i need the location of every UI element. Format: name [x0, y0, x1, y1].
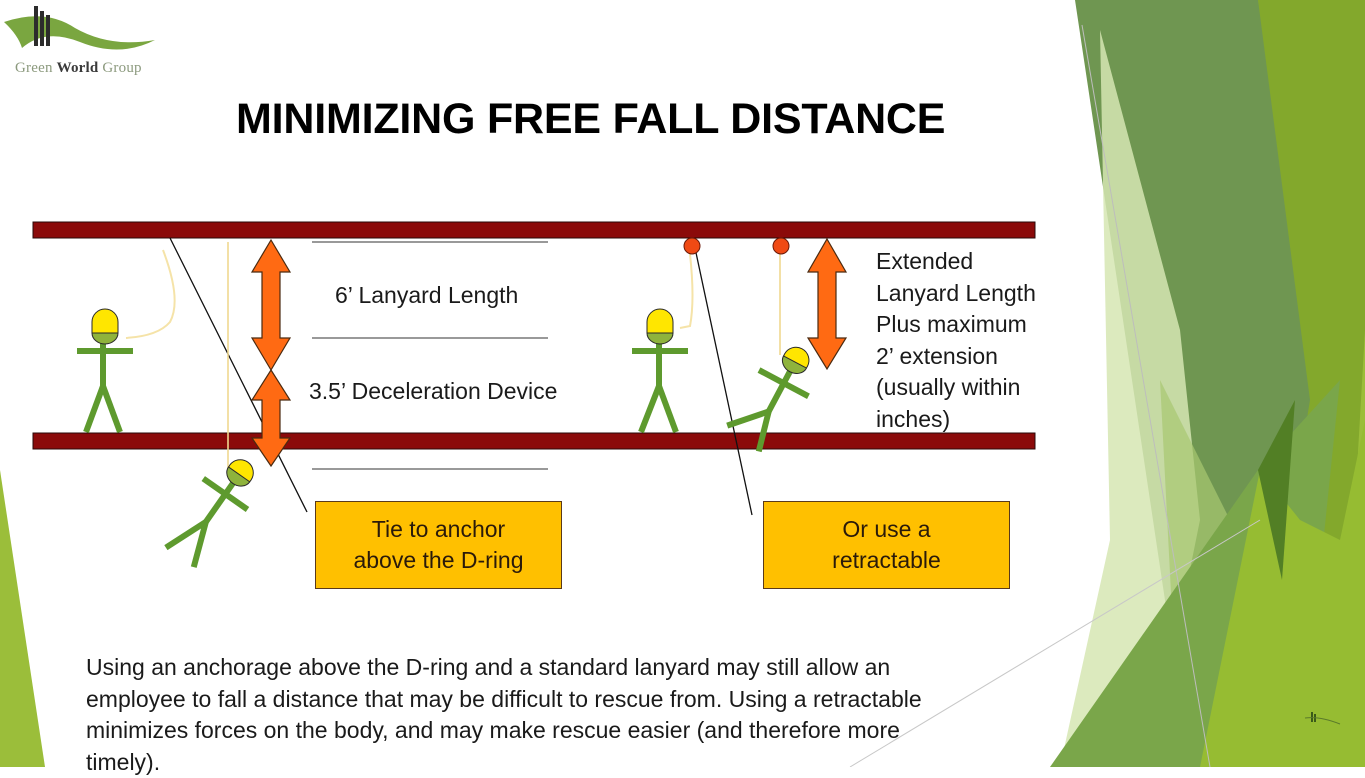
- lanyard-length-label: 6’ Lanyard Length: [335, 282, 519, 308]
- leader-line-left: [169, 237, 308, 513]
- note-line: Plus maximum: [876, 311, 1027, 338]
- worker-figure-fallen: [164, 459, 254, 568]
- anchor-ring-icon: [683, 237, 701, 255]
- note-line: Extended: [876, 248, 974, 274]
- note-line: Lanyard Length: [876, 279, 1036, 306]
- measurement-lines: [312, 241, 548, 470]
- logo-icon: [4, 6, 155, 50]
- logo-word-green: Green: [15, 60, 57, 76]
- lanyard-left: [125, 249, 176, 339]
- deceleration-device-label: 3.5’ Deceleration Device: [309, 378, 558, 404]
- callout-line: Tie to anchor: [371, 516, 506, 542]
- callout-tie-to-anchor: Tie to anchor above the D-ring: [315, 501, 562, 589]
- note-line: inches): [876, 405, 951, 432]
- theme-facet-left: [0, 470, 45, 767]
- worker-figure-standing: [77, 308, 133, 434]
- double-arrow-lanyard: [250, 238, 292, 372]
- double-arrow-extended: [806, 237, 848, 371]
- logo-word-group: Group: [98, 60, 142, 76]
- worker-figure-standing-retractable: [632, 308, 688, 434]
- anchor-ring-icon: [772, 237, 790, 255]
- callout-line: above the D-ring: [353, 547, 524, 573]
- lanyard-retractable-1: [679, 253, 694, 329]
- leader-line-right: [694, 247, 753, 516]
- worker-figure-arrested: [726, 346, 810, 453]
- callout-line: retractable: [832, 547, 941, 573]
- slide-title: MINIMIZING FREE FALL DISTANCE: [236, 95, 946, 143]
- upper-beam: [32, 221, 1036, 239]
- logo-word-world: World: [56, 60, 99, 76]
- double-arrow-deceleration: [250, 368, 292, 468]
- theme-facets-right: [849, 0, 1365, 767]
- callout-line: Or use a: [842, 516, 931, 542]
- callout-retractable: Or use a retractable: [763, 501, 1010, 589]
- footer-logo-icon: [1304, 712, 1341, 725]
- note-line: 2’ extension: [876, 342, 998, 369]
- extended-lanyard-note: Extended Lanyard Length Plus maximum 2’ …: [876, 246, 1036, 436]
- explanation-paragraph: Using an anchorage above the D-ring and …: [86, 654, 922, 775]
- note-line: (usually within: [876, 374, 1021, 401]
- company-logo-text: Green World Group: [15, 60, 142, 77]
